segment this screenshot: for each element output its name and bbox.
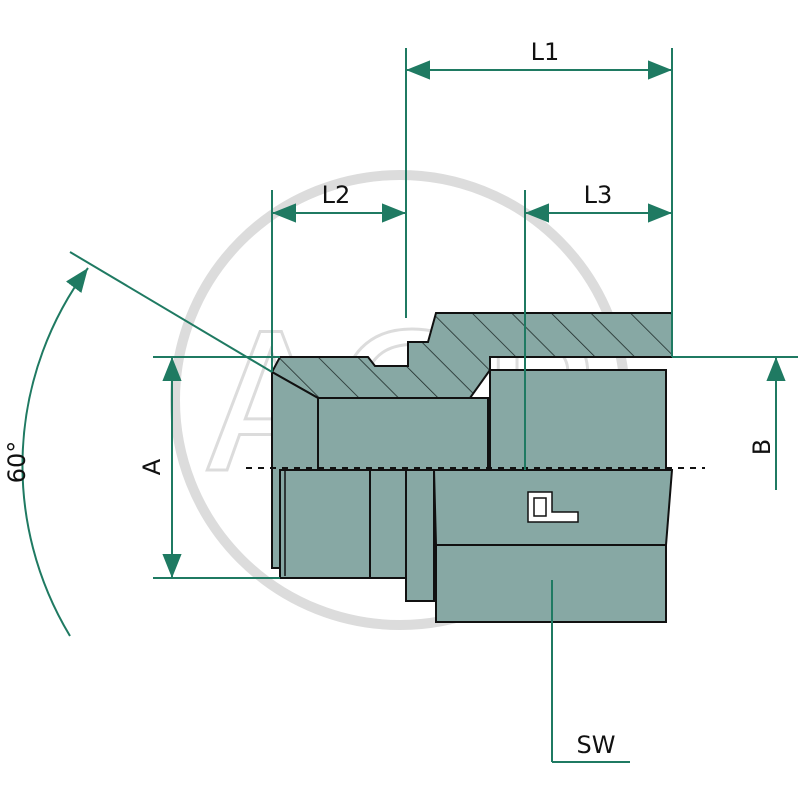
bore-upper — [317, 397, 489, 471]
label-sw: SW — [577, 731, 616, 759]
dimension-labels: L1 L2 L3 A B SW 60° — [3, 38, 776, 759]
label-l3: L3 — [584, 181, 613, 209]
collar — [369, 469, 407, 579]
groove — [405, 469, 435, 602]
label-l1: L1 — [531, 38, 560, 66]
label-b: B — [748, 439, 776, 455]
female-bore — [489, 369, 667, 471]
fitting-body — [246, 312, 705, 623]
thread-lower — [279, 469, 371, 579]
label-angle: 60° — [3, 441, 31, 484]
dimensions — [21, 48, 798, 763]
label-a: A — [138, 458, 166, 475]
section-hatch — [270, 312, 673, 399]
mark-symbol — [527, 491, 579, 523]
label-l2: L2 — [322, 181, 351, 209]
